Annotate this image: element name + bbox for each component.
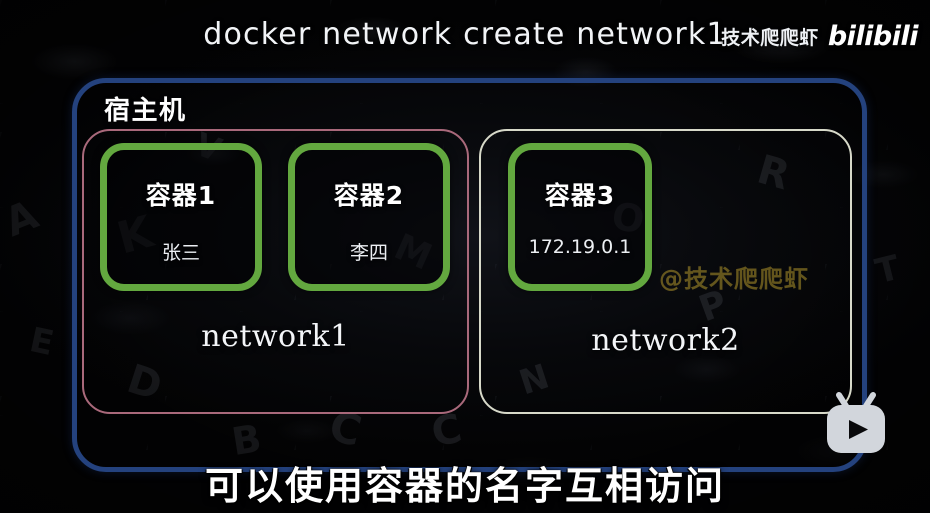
container-1-subtitle: 张三 [161, 242, 200, 264]
container-3-title: 容器3 [544, 181, 616, 210]
network-box-network1: network1 [82, 129, 469, 414]
container-box-1: 容器1 张三 [100, 143, 262, 291]
network-label-network1: network1 [201, 319, 350, 354]
caption-subtitle: 可以使用容器的名字互相访问 [204, 464, 725, 508]
container-box-2: 容器2 李四 [288, 143, 450, 291]
network-label-network2: network2 [591, 323, 740, 358]
container-1-title: 容器1 [145, 181, 217, 210]
command-title: docker network create network1 [203, 17, 727, 52]
network-box-network2: network2 [479, 129, 852, 414]
channel-name-label: 技术爬爬虾 [721, 27, 819, 49]
center-watermark: @技术爬爬虾 [659, 265, 809, 293]
container-2-title: 容器2 [333, 181, 405, 210]
container-2-subtitle: 李四 [349, 242, 388, 264]
host-machine-label: 宿主机 [104, 96, 187, 126]
bilibili-tv-play-icon[interactable] [820, 392, 892, 464]
container-box-3: 容器3 172.19.0.1 [508, 143, 652, 291]
host-machine-box [72, 78, 867, 472]
brand-watermark: 技术爬爬虾 bilibili [721, 21, 918, 52]
container-3-ip-address: 172.19.0.1 [528, 236, 632, 258]
bilibili-logo: bilibili [827, 21, 919, 52]
